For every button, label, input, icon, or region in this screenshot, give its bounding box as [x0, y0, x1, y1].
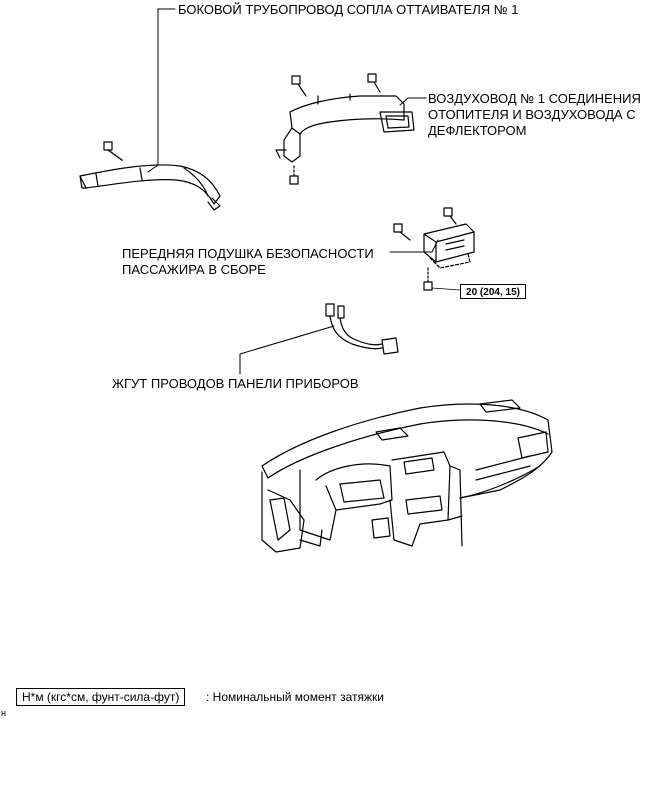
wire-harness-drawing [325, 303, 399, 355]
heater-duct-label-line1: ВОЗДУХОВОД № 1 СОЕДИНЕНИЯ [428, 91, 641, 106]
legend-description: : Номинальный момент затяжки [206, 690, 384, 704]
instrument-panel-drawing [261, 399, 553, 553]
legend-unit-box: Н*м (кгс*см, фунт-сила-фут) [16, 688, 186, 706]
airbag-label-line1: ПЕРЕДНЯЯ ПОДУШКА БЕЗОПАСНОСТИ [122, 246, 374, 261]
passenger-airbag-drawing [393, 207, 475, 291]
wire-harness-label: ЖГУТ ПРОВОДОВ ПАНЕЛИ ПРИБОРОВ [112, 376, 359, 391]
torque-spec-box: 20 (204, 15) [460, 284, 526, 299]
heater-duct-label-line2: ОТОПИТЕЛЯ И ВОЗДУХОВОДА С [428, 107, 636, 122]
side-defroster-duct-label: БОКОВОЙ ТРУБОПРОВОД СОПЛА ОТТАИВАТЕЛЯ № … [178, 2, 519, 17]
edge-mark: н [1, 708, 6, 718]
leader-lines [147, 8, 439, 375]
side-defroster-duct-drawing [79, 141, 221, 211]
heater-duct-label-line3: ДЕФЛЕКТОРОМ [428, 123, 527, 138]
heater-duct-drawing [275, 73, 415, 185]
airbag-label-line2: ПАССАЖИРА В СБОРЕ [122, 262, 266, 277]
